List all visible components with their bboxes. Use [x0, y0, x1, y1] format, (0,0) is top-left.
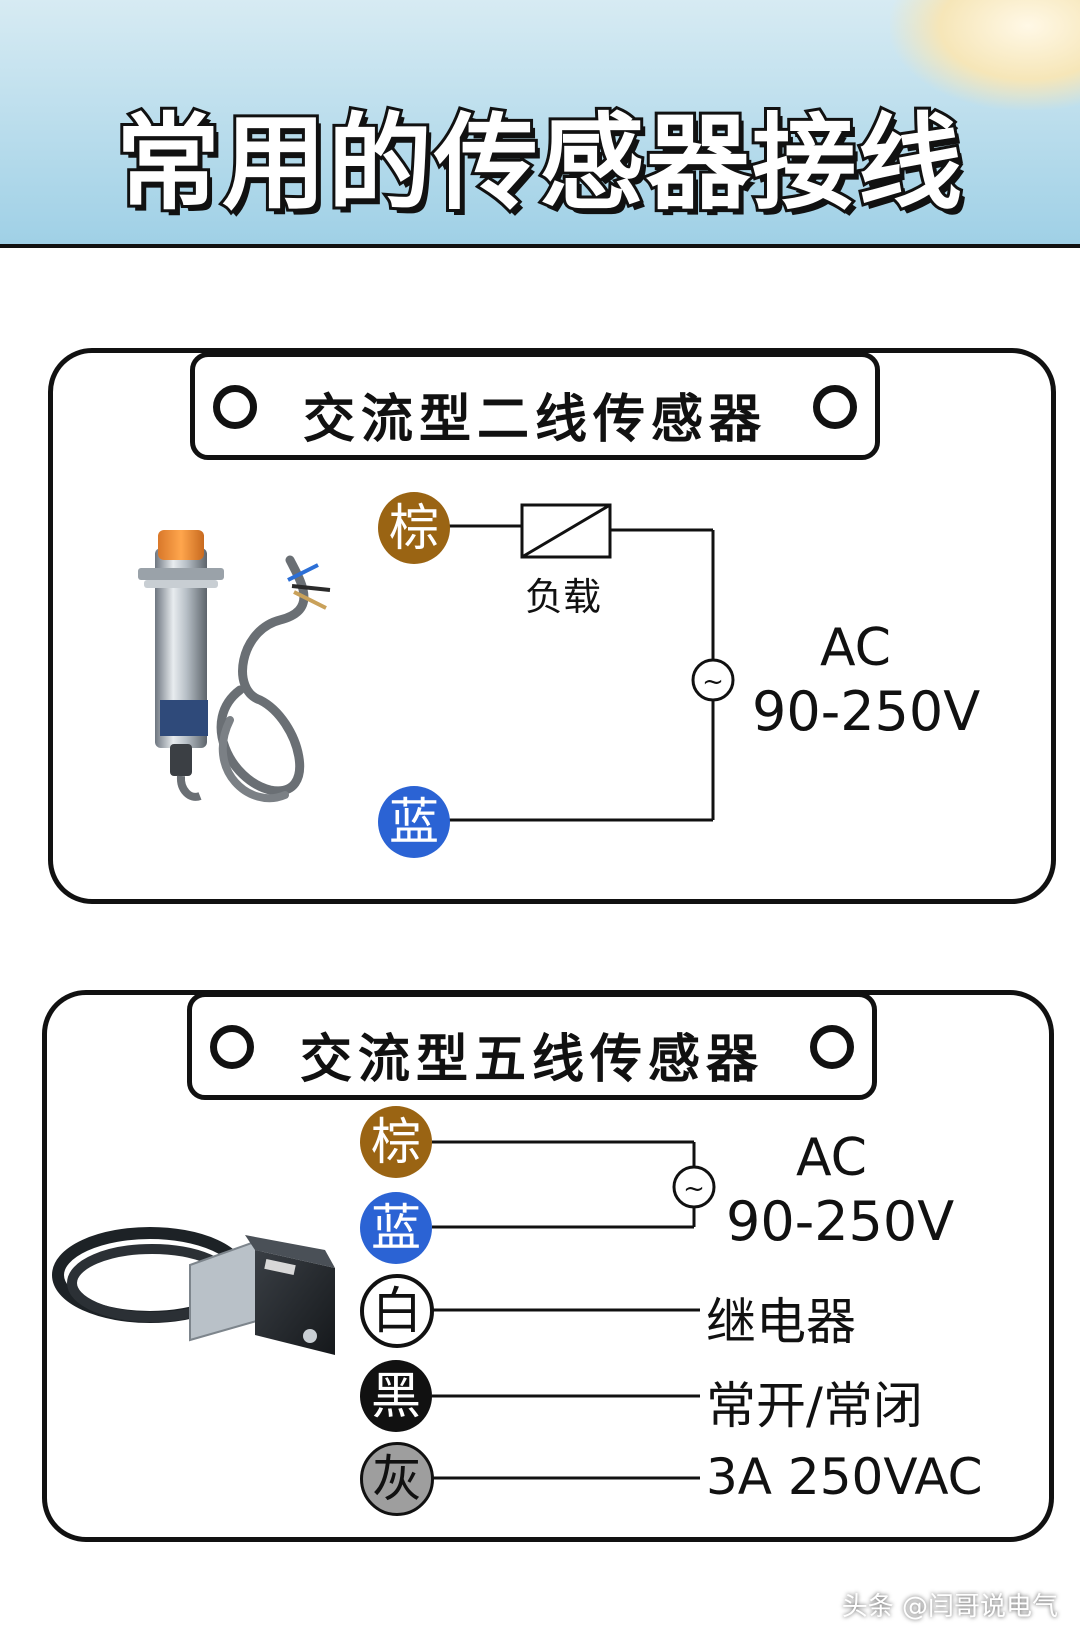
wire-dot-black: 黑 [360, 1360, 432, 1432]
ring-icon [213, 385, 257, 429]
supply-voltage-label: 90-250V [726, 1190, 955, 1253]
watermark: 头条 @闫哥说电气 [841, 1592, 1058, 1622]
supply-type-label: AC [820, 618, 891, 678]
ring-icon [813, 385, 857, 429]
ring-icon [210, 1025, 254, 1069]
wire-dot-brown: 棕 [360, 1106, 432, 1178]
supply-type-label: AC [796, 1128, 867, 1188]
ac-tilde-symbol: ~ [683, 1174, 705, 1204]
wire-dot-gray: 灰 [360, 1442, 434, 1516]
two-wire-title-box: 交流型二线传感器 [190, 352, 880, 460]
two-wire-circuit [440, 503, 735, 822]
wire-dot-blue: 蓝 [360, 1192, 432, 1264]
cloud-decoration [890, 0, 1080, 110]
wire-dot-blue: 蓝 [378, 786, 450, 858]
load-diagonal [521, 503, 611, 559]
five-wire-title: 交流型五线传感器 [299, 1030, 764, 1090]
supply-voltage-label: 90-250V [752, 680, 981, 743]
two-wire-title: 交流型二线传感器 [302, 390, 767, 450]
contact-rating-label: 3A 250VAC [706, 1448, 983, 1506]
two-wire-sensor-card [48, 348, 1056, 904]
contact-type-label: 常开/常闭 [706, 1377, 923, 1435]
page-title: 常用的传感器接线 [113, 99, 965, 227]
five-wire-circuit [432, 1140, 716, 1480]
wire-dot-brown: 棕 [378, 492, 450, 564]
wire-dot-white: 白 [360, 1274, 434, 1348]
box-sensor-image [52, 1227, 335, 1355]
load-label: 负载 [525, 575, 602, 619]
ac-tilde-symbol: ~ [702, 667, 724, 697]
ring-icon [810, 1025, 854, 1069]
banner-divider [0, 244, 1080, 248]
relay-label: 继电器 [706, 1293, 856, 1351]
cylindrical-sensor-image [138, 530, 331, 803]
five-wire-title-box: 交流型五线传感器 [187, 992, 877, 1100]
title-banner [0, 0, 1080, 246]
